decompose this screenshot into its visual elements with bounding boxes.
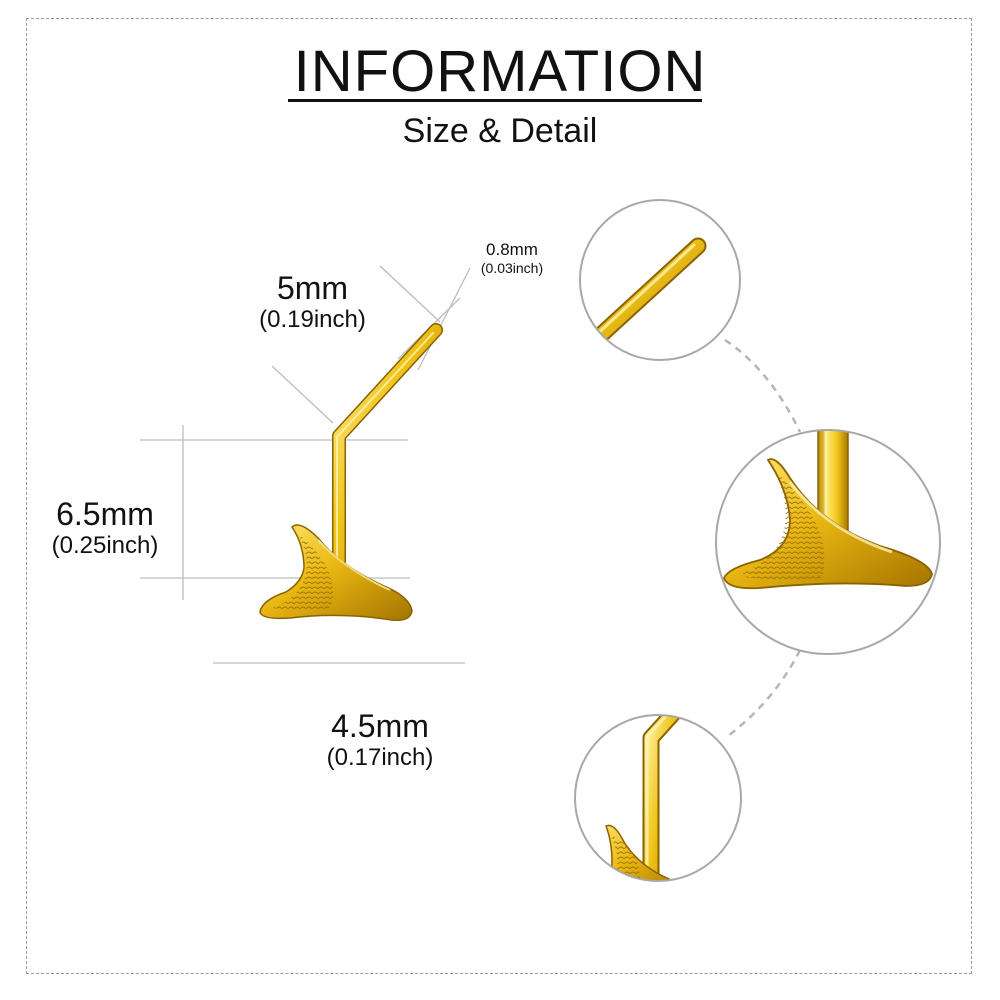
title-underline xyxy=(288,99,702,102)
thickness-guide-b xyxy=(417,267,471,371)
dashed-frame xyxy=(26,18,972,974)
length-dimension-label: 5mm (0.19inch) xyxy=(225,270,400,334)
detail-circle-head xyxy=(715,429,941,655)
detail-circle-tip xyxy=(579,199,741,361)
stud-post-outline xyxy=(332,323,443,579)
connector-top xyxy=(724,338,802,433)
connector-bottom xyxy=(727,649,802,737)
page-title: INFORMATION xyxy=(293,39,707,104)
nose-stud-product xyxy=(259,323,443,622)
stud-post xyxy=(333,324,442,578)
thickness-inch: (0.03inch) xyxy=(480,260,544,276)
length-inch: (0.19inch) xyxy=(259,306,366,333)
height-inch: (0.25inch) xyxy=(51,532,159,559)
height-dimension-label: 6.5mm (0.25inch) xyxy=(30,496,180,560)
width-inch: (0.17inch) xyxy=(326,744,434,771)
length-guide-end xyxy=(379,265,441,323)
thickness-dimension-label: 0.8mm (0.03inch) xyxy=(462,240,562,277)
width-mm: 4.5mm xyxy=(331,708,429,744)
stud-post-highlight xyxy=(336,332,434,571)
thickness-mm: 0.8mm xyxy=(486,240,538,259)
length-mm: 5mm xyxy=(276,270,349,306)
height-mm: 6.5mm xyxy=(56,496,154,532)
shark-fin-head xyxy=(259,524,413,622)
width-dimension-label: 4.5mm (0.17inch) xyxy=(300,708,460,772)
detail-circle-bend xyxy=(574,714,742,882)
page-subtitle: Size & Detail xyxy=(402,112,598,150)
length-guide-start xyxy=(271,365,334,424)
measurement-guides xyxy=(140,265,471,664)
